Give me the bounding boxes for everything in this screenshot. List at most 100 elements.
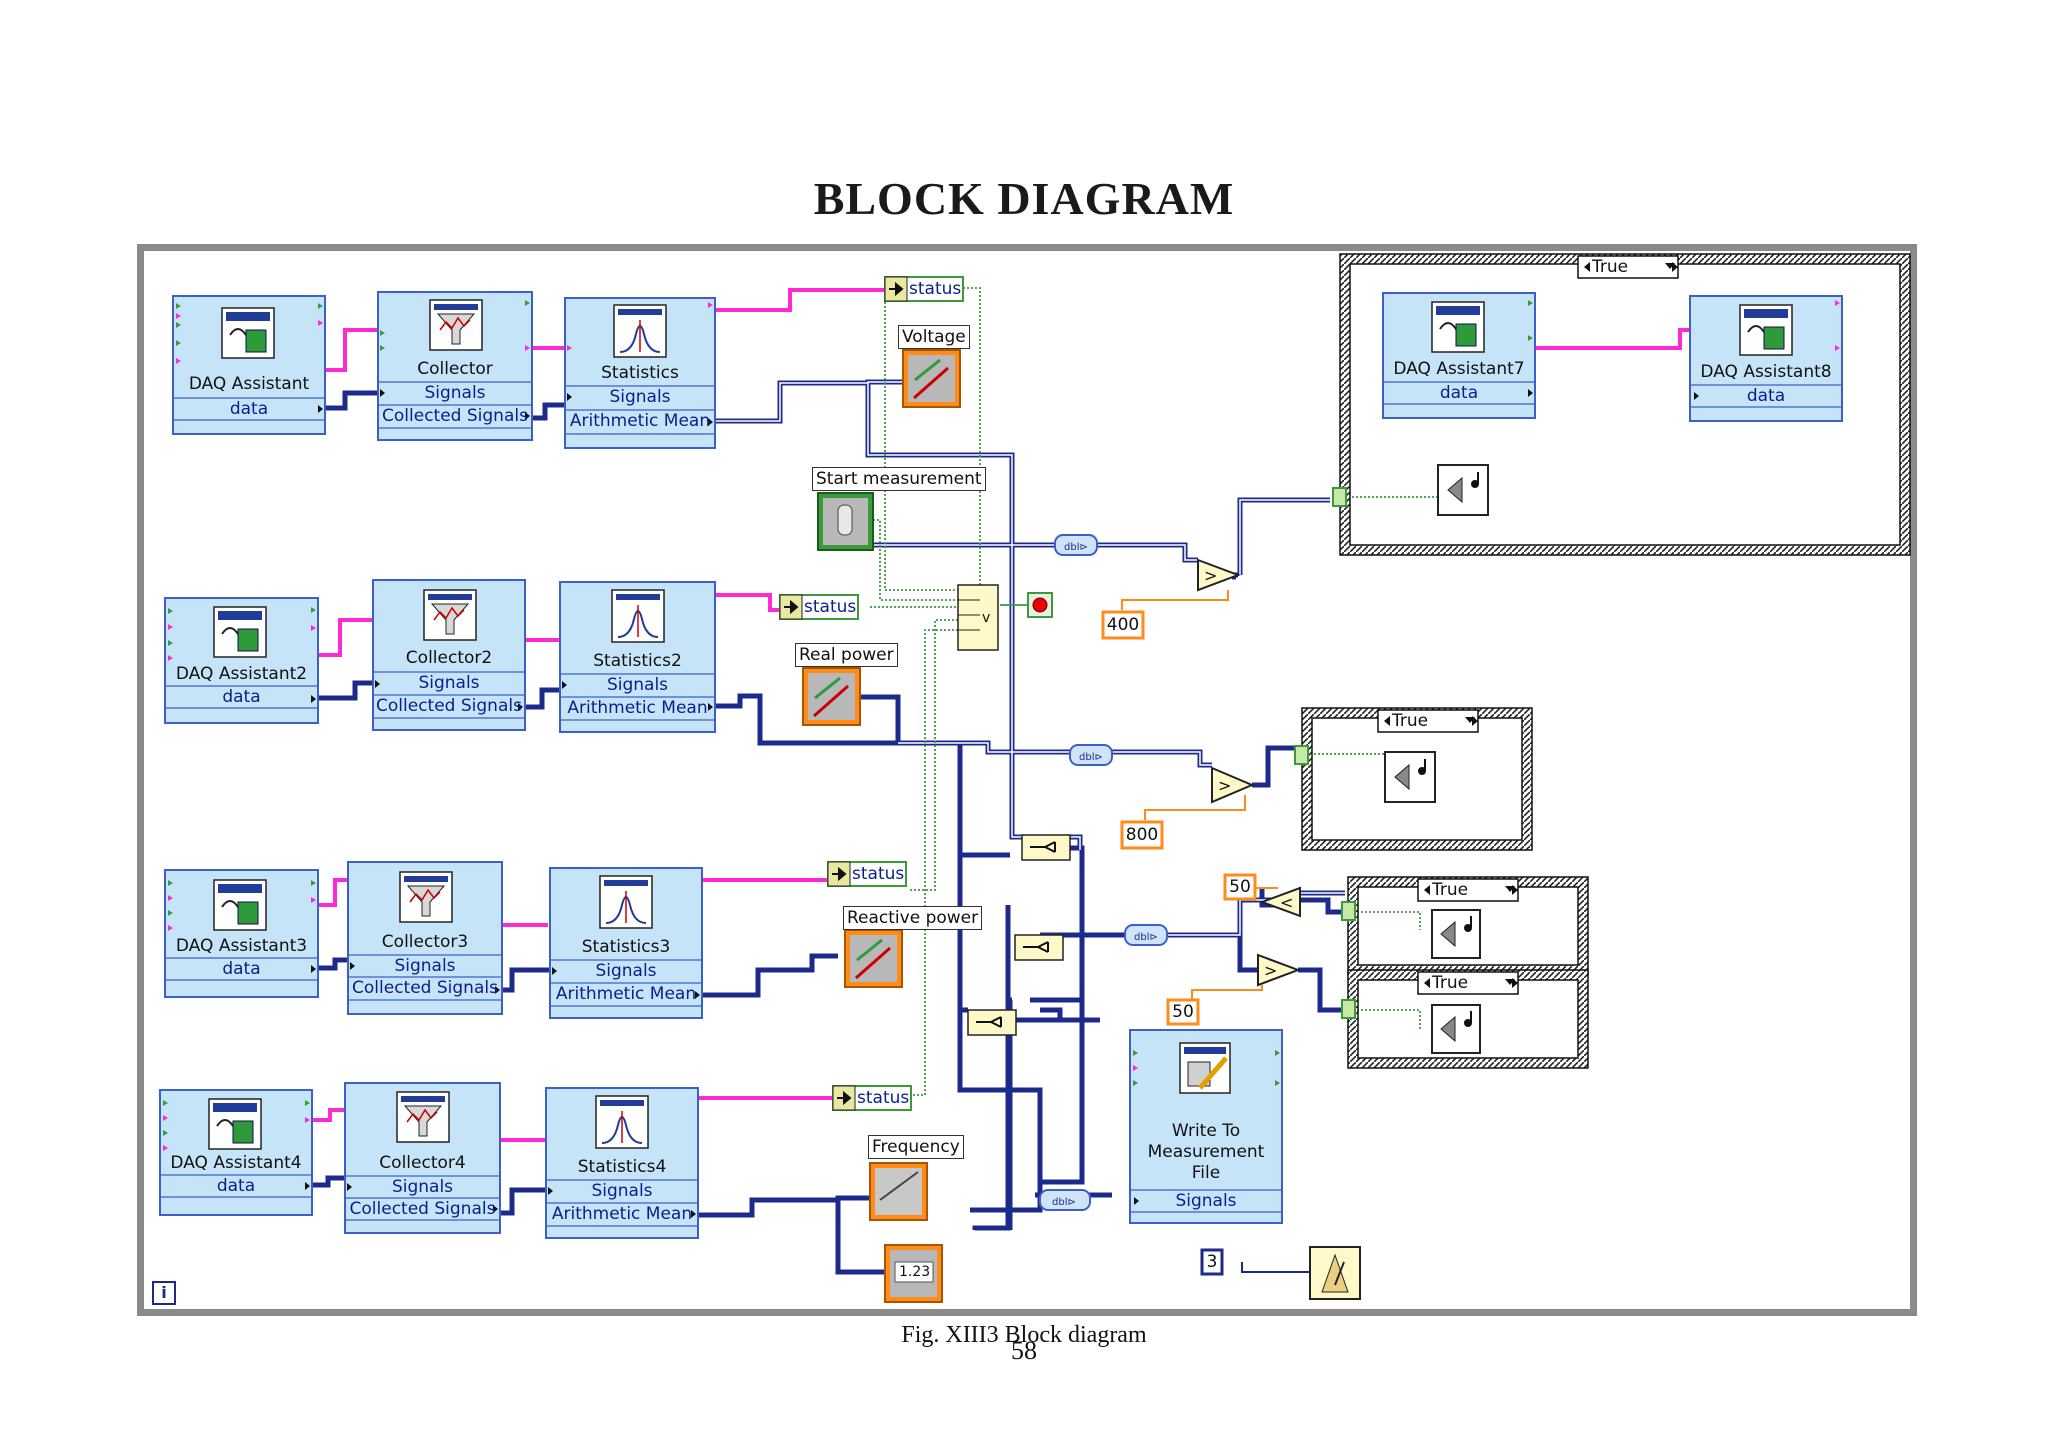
daq-assistant8-data-terminal[interactable]: data bbox=[1746, 386, 1786, 406]
svg-text:>: > bbox=[1204, 566, 1217, 585]
collector4-title: Collector4 bbox=[379, 1153, 466, 1173]
statistics4-icon bbox=[595, 1095, 649, 1149]
case1-selector-value[interactable]: True bbox=[1592, 257, 1629, 277]
statistics2-mean-terminal[interactable]: Arithmetic Mean bbox=[567, 698, 708, 718]
beep-icon bbox=[1431, 909, 1481, 959]
case3-selector-value[interactable]: True bbox=[1432, 880, 1469, 900]
merge-signals-nodes bbox=[967, 834, 1071, 1036]
collector3-icon bbox=[399, 871, 453, 923]
constant-50-upper[interactable]: 50 bbox=[1229, 877, 1251, 897]
page-title: BLOCK DIAGRAM bbox=[813, 173, 1235, 224]
daq-assistant8-node[interactable] bbox=[1689, 295, 1843, 422]
collector4-output-terminal[interactable]: Collected Signals bbox=[349, 1199, 496, 1219]
stop-button[interactable] bbox=[1027, 592, 1053, 618]
status2-label: status bbox=[804, 597, 857, 617]
numeric-indicator-value: 1.23 bbox=[899, 1264, 931, 1280]
write-file-title-line2: Measurement bbox=[1147, 1142, 1265, 1162]
statistics4-mean-terminal[interactable]: Arithmetic Mean bbox=[551, 1204, 693, 1224]
daq-assistant-title: DAQ Assistant bbox=[188, 374, 310, 394]
case-selector-boxes[interactable] bbox=[1377, 255, 1679, 995]
collector3-output-terminal[interactable]: Collected Signals bbox=[352, 978, 498, 998]
daq-assistant4-data-terminal[interactable]: data bbox=[216, 1176, 256, 1196]
daq-assistant3-title: DAQ Assistant3 bbox=[175, 936, 308, 956]
frequency-indicator-label: Frequency bbox=[868, 1135, 964, 1159]
status-arrow-icon bbox=[784, 281, 904, 1106]
collector2-icon bbox=[423, 589, 477, 641]
collector-signals-terminal[interactable]: Signals bbox=[424, 383, 486, 403]
svg-text:dbl⊳: dbl⊳ bbox=[1064, 542, 1088, 553]
voltage-indicator-label: Voltage bbox=[898, 325, 970, 349]
svg-text:<: < bbox=[1280, 893, 1293, 912]
daq-assistant4-icon bbox=[208, 1098, 262, 1150]
statistics3-signals-terminal[interactable]: Signals bbox=[595, 961, 657, 981]
convert-dynamic-data-nodes: dbl⊳ dbl⊳ dbl⊳ dbl⊳ bbox=[1039, 534, 1168, 1211]
svg-text:dbl⊳: dbl⊳ bbox=[1134, 932, 1158, 943]
write-file-signals-terminal[interactable]: Signals bbox=[1175, 1191, 1237, 1211]
statistics3-title: Statistics3 bbox=[581, 937, 671, 957]
statistics-signals-terminal[interactable]: Signals bbox=[609, 387, 671, 407]
svg-text:>: > bbox=[1218, 776, 1231, 795]
collector-title: Collector bbox=[417, 359, 493, 379]
collector3-title: Collector3 bbox=[381, 932, 469, 952]
svg-text:>: > bbox=[1264, 961, 1277, 980]
statistics-mean-terminal[interactable]: Arithmetic Mean bbox=[569, 411, 711, 431]
svg-text:dbl⊳: dbl⊳ bbox=[1079, 752, 1103, 763]
collector-output-terminal[interactable]: Collected Signals bbox=[382, 406, 528, 426]
collector2-output-terminal[interactable]: Collected Signals bbox=[376, 696, 522, 716]
statistics2-signals-terminal[interactable]: Signals bbox=[606, 675, 669, 695]
collector3-signals-terminal[interactable]: Signals bbox=[394, 956, 456, 976]
reactive-power-indicator-label: Reactive power bbox=[843, 906, 983, 930]
daq-assistant2-icon bbox=[213, 606, 267, 658]
statistics2-title: Statistics2 bbox=[593, 651, 682, 671]
statistics-title: Statistics bbox=[601, 363, 679, 383]
start-measurement-label: Start measurement bbox=[812, 467, 986, 491]
wait-constant bbox=[1200, 1248, 1224, 1276]
error-cluster-wires bbox=[312, 288, 1690, 1142]
daq-assistant7-icon bbox=[1431, 301, 1485, 353]
while-loop-frame bbox=[137, 244, 1917, 1316]
daq-assistant7-title: DAQ Assistant7 bbox=[1393, 359, 1525, 379]
constant-400[interactable]: 400 bbox=[1106, 615, 1140, 635]
statistics-icon bbox=[613, 304, 667, 358]
statistics3-mean-terminal[interactable]: Arithmetic Mean bbox=[555, 984, 697, 1004]
daq-assistant4-title: DAQ Assistant4 bbox=[170, 1153, 302, 1173]
svg-text:v: v bbox=[982, 610, 990, 626]
statistics2-icon bbox=[611, 589, 665, 643]
statistics4-title: Statistics4 bbox=[577, 1157, 667, 1177]
terminal-arrows bbox=[305, 389, 1699, 1218]
node-side-terminals bbox=[163, 300, 1840, 1151]
collector4-icon bbox=[396, 1091, 450, 1143]
page-number: 58 bbox=[1011, 1336, 1037, 1365]
beep-icon bbox=[1437, 464, 1489, 516]
beep-icon bbox=[1431, 1004, 1481, 1054]
statistics4-signals-terminal[interactable]: Signals bbox=[591, 1181, 653, 1201]
constant-50-lower[interactable]: 50 bbox=[1172, 1002, 1194, 1022]
case4-selector-value[interactable]: True bbox=[1432, 973, 1469, 993]
status4-label: status bbox=[857, 1088, 910, 1108]
collector2-signals-terminal[interactable]: Signals bbox=[418, 673, 480, 693]
case-selector-terminals bbox=[1294, 487, 1356, 1019]
collector2-title: Collector2 bbox=[405, 648, 493, 668]
daq-assistant3-icon bbox=[213, 879, 267, 931]
write-file-icon bbox=[1179, 1042, 1231, 1094]
constant-800[interactable]: 800 bbox=[1125, 825, 1159, 845]
case2-selector-value[interactable]: True bbox=[1392, 711, 1429, 731]
real-power-indicator-label: Real power bbox=[795, 643, 898, 667]
loop-iteration-terminal bbox=[152, 1281, 176, 1305]
start-measurement-switch[interactable] bbox=[817, 492, 874, 551]
daq-assistant7-data-terminal[interactable]: data bbox=[1439, 383, 1479, 403]
status-label: status bbox=[909, 279, 962, 299]
case-selector-arrows[interactable] bbox=[1384, 262, 1678, 988]
write-file-title-line3: File bbox=[1191, 1163, 1221, 1183]
wait-ms-function bbox=[1309, 1246, 1361, 1300]
beep-icon bbox=[1384, 751, 1436, 803]
collector4-signals-terminal[interactable]: Signals bbox=[391, 1177, 454, 1197]
daq-assistant-data-terminal[interactable]: data bbox=[229, 399, 269, 419]
daq-assistant3-data-terminal[interactable]: data bbox=[222, 959, 261, 979]
wait-ms-constant[interactable]: 3 bbox=[1206, 1252, 1218, 1272]
numeric-constants bbox=[1101, 610, 1257, 1026]
daq-assistant2-data-terminal[interactable]: data bbox=[222, 687, 261, 707]
collector-icon bbox=[429, 299, 483, 351]
figure-caption: Fig. XIII3 Block diagram bbox=[901, 1322, 1147, 1348]
compound-or-function: v bbox=[957, 584, 999, 651]
